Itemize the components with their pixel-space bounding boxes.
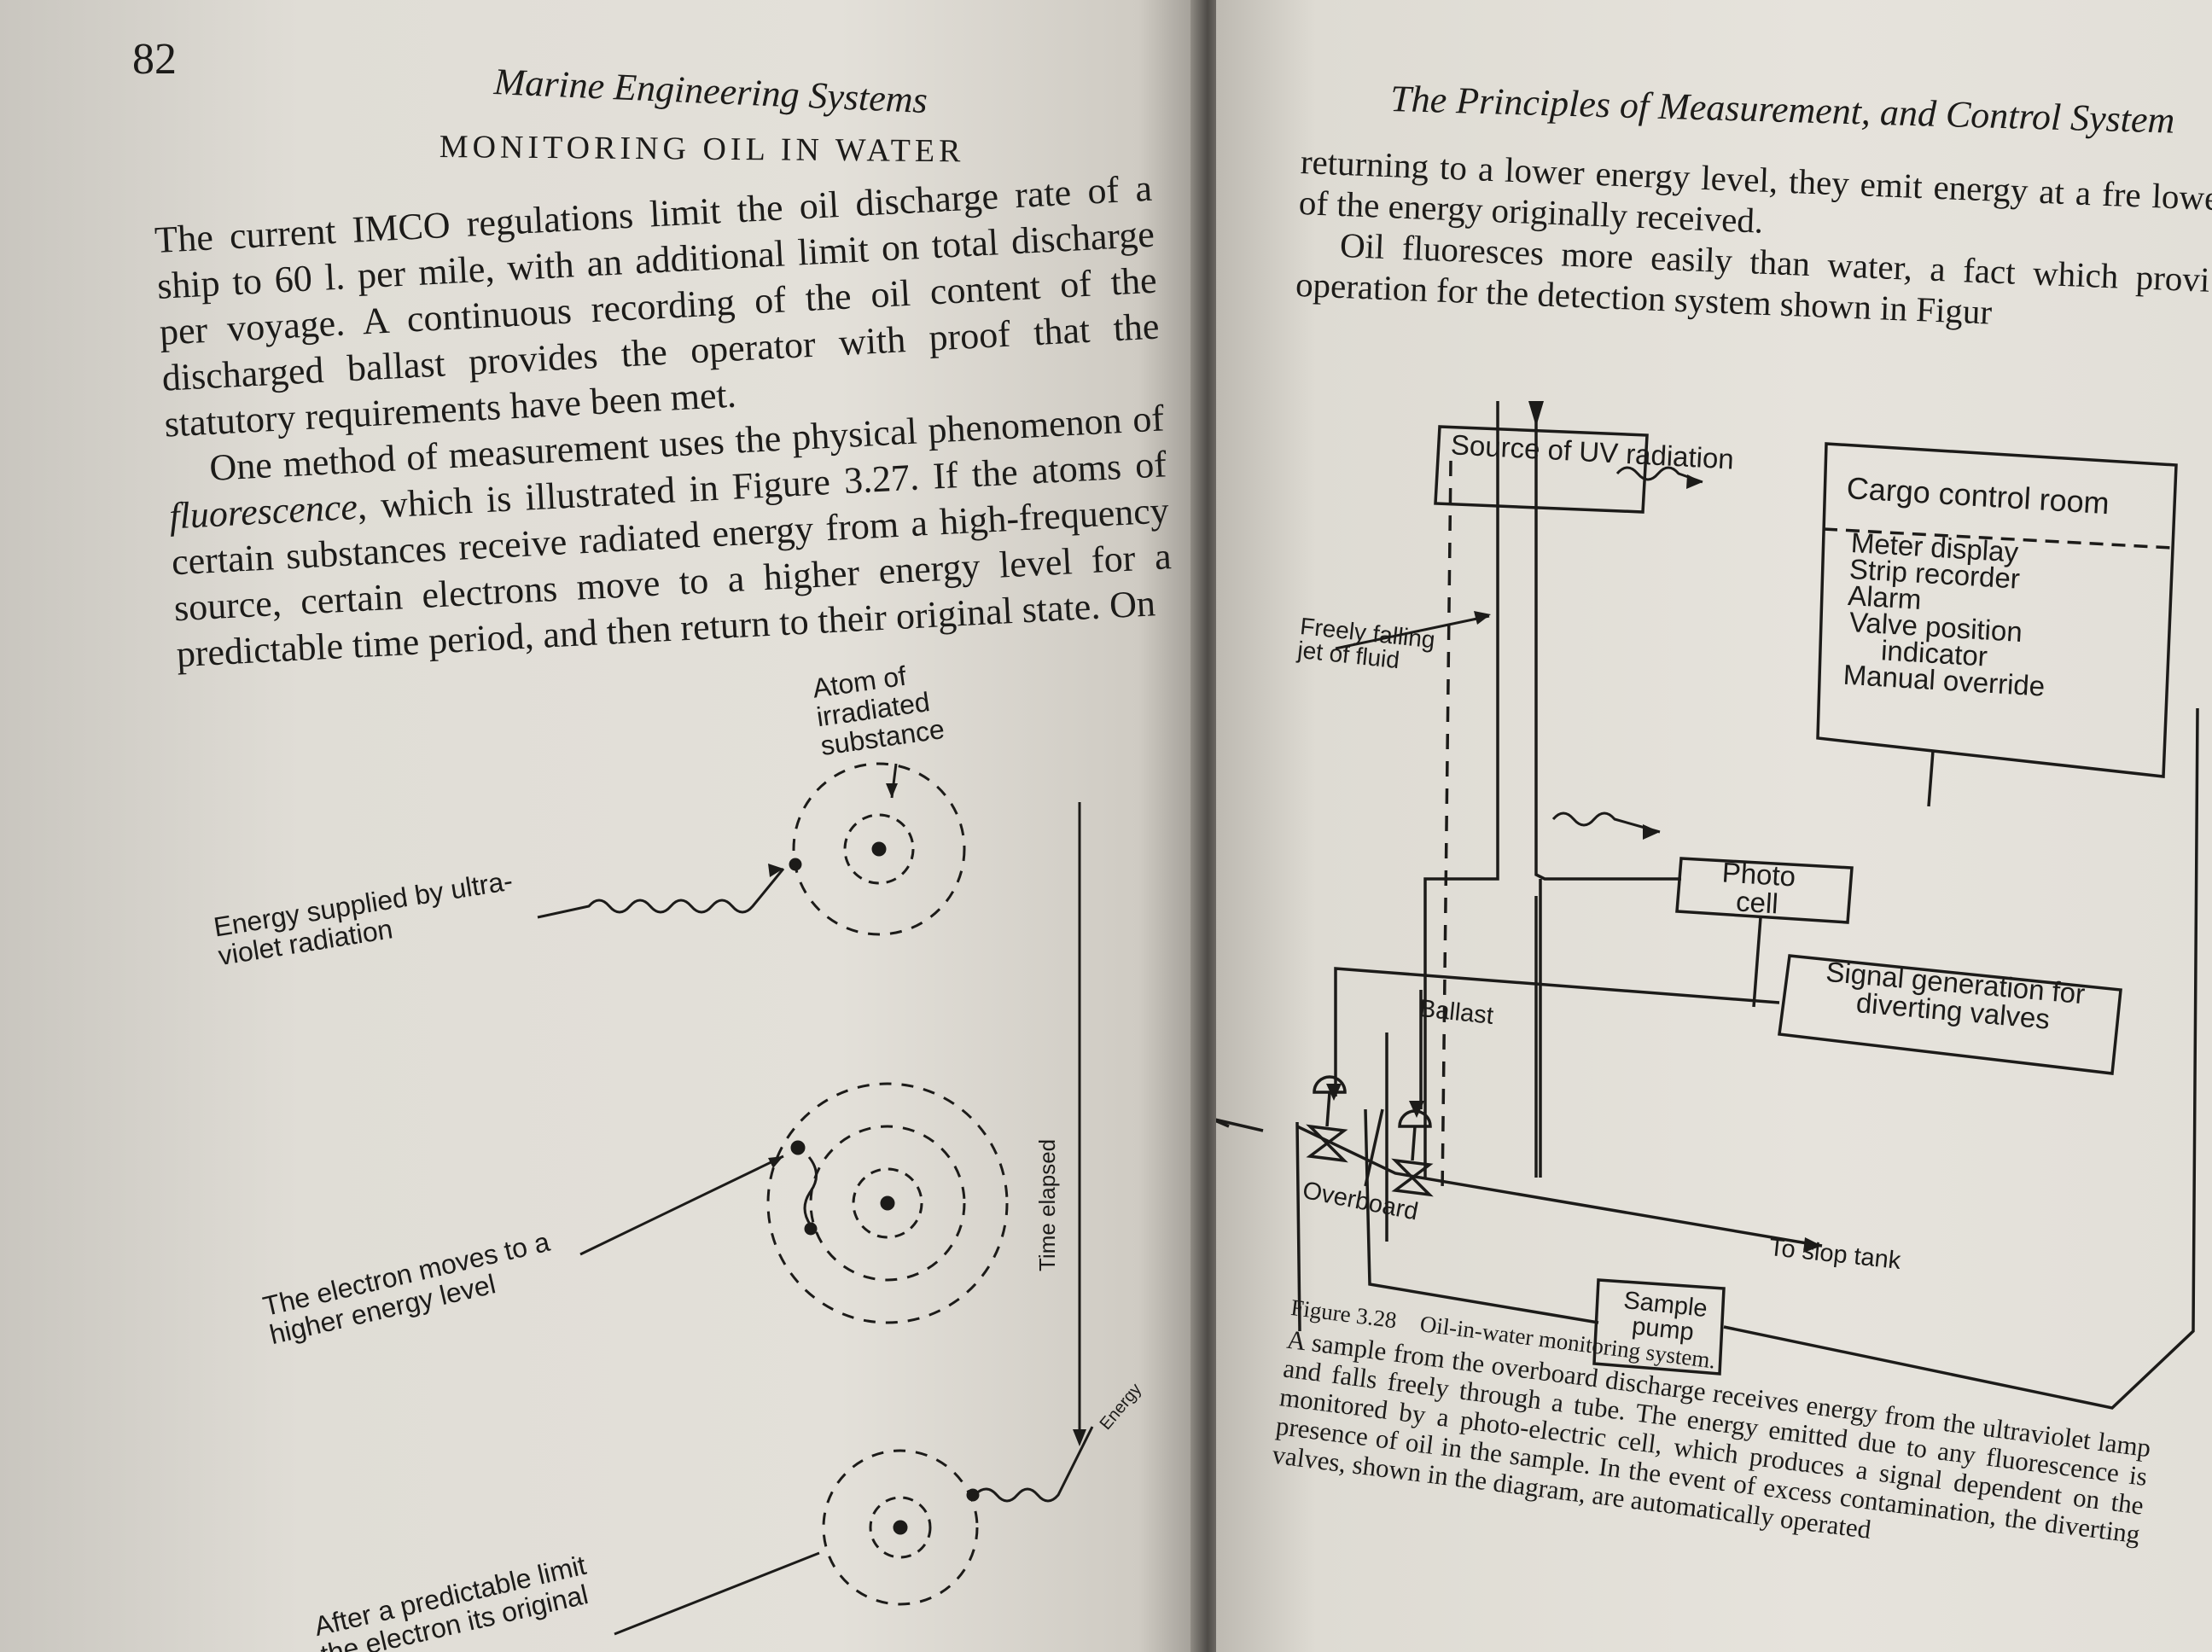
overboard-valve <box>1306 1124 1348 1163</box>
uv-energy-wave <box>537 868 785 919</box>
atom-excited-state <box>766 1082 1009 1324</box>
right-page: The Principles of Measurement, and Contr… <box>1216 0 2212 1652</box>
fluorescence-diagram <box>537 762 1094 1636</box>
electron-pointer <box>579 1155 784 1256</box>
photo-cell-label: Photo cell <box>1720 856 1797 920</box>
uv-source-box <box>1434 425 1649 514</box>
page-number: 82 <box>132 35 177 84</box>
cargo-room-items: Meter display Strip recorder Alarm Valve… <box>1842 526 2133 704</box>
slop-valve <box>1391 1158 1434 1197</box>
signal-box <box>1778 954 2122 1075</box>
monitoring-system-diagram <box>1216 401 2199 1410</box>
photo-cell-box <box>1675 857 1854 924</box>
left-page: 82 Marine Engineering Systems MONITORING… <box>0 0 1199 1652</box>
return-pointer <box>614 1551 820 1636</box>
atom-return-state <box>822 1449 980 1606</box>
sample-pump-box <box>1592 1278 1726 1376</box>
cargo-room-box <box>1816 442 2178 778</box>
atom-ground-state <box>789 762 966 936</box>
time-elapsed-label: Time elapsed <box>1034 1138 1060 1271</box>
emitted-energy-wave <box>973 1426 1094 1503</box>
